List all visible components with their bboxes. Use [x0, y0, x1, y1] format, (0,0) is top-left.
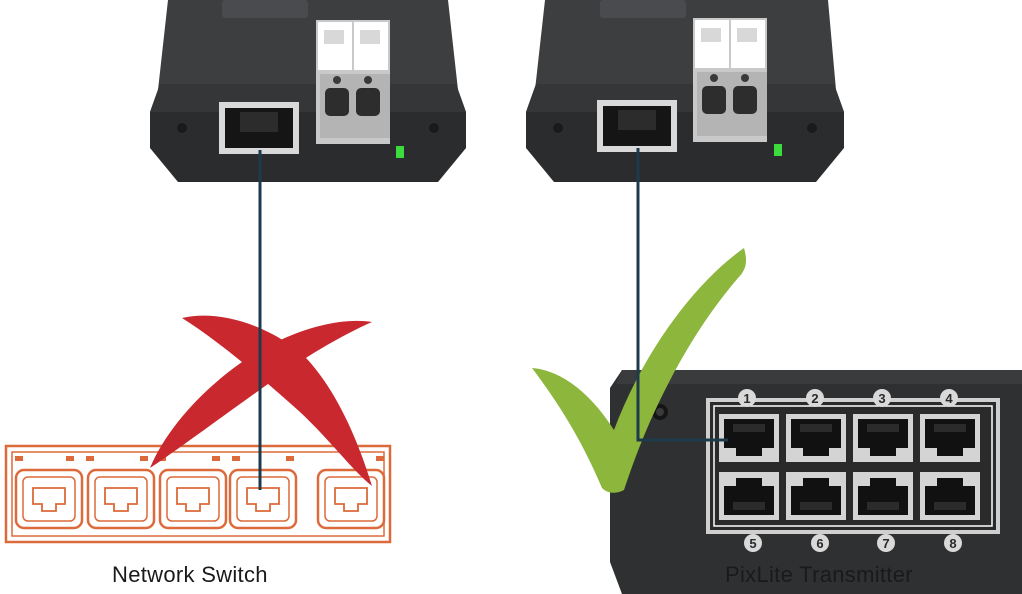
- cable-to-transmitter: [636, 148, 728, 442]
- transmitter-port: [786, 414, 846, 462]
- network-switch-port: [316, 468, 386, 530]
- port-label-2: 2: [811, 391, 818, 406]
- transmitter-port: [853, 414, 913, 462]
- right-device: [526, 0, 844, 182]
- network-switch-port: [86, 468, 156, 530]
- left-device-ethernet-port: [219, 102, 299, 154]
- port-label-4: 4: [945, 391, 953, 406]
- transmitter-port: [786, 472, 846, 520]
- right-device-led: [774, 144, 782, 156]
- port-label-5: 5: [749, 536, 756, 551]
- cables: [258, 148, 728, 490]
- pixlite-transmitter-caption: PixLite Transmitter: [725, 562, 913, 587]
- left-device-terminal-block: [316, 20, 390, 144]
- transmitter-port: [719, 472, 779, 520]
- transmitter-port: [920, 414, 980, 462]
- port-label-3: 3: [878, 391, 885, 406]
- left-device-led: [396, 146, 404, 158]
- transmitter-port-labels-top: 1 2 3 4: [738, 389, 958, 407]
- right-device-terminal-block: [693, 18, 767, 142]
- transmitter-port: [719, 414, 779, 462]
- transmitter-port-labels-bottom: 5 6 7 8: [744, 534, 962, 552]
- transmitter-port: [920, 472, 980, 520]
- left-device: [150, 0, 466, 182]
- network-switch-port: [14, 468, 84, 530]
- transmitter-port: [853, 472, 913, 520]
- network-switch-port: [158, 468, 228, 530]
- right-device-ethernet-port: [597, 100, 677, 152]
- port-label-1: 1: [743, 391, 750, 406]
- port-label-6: 6: [816, 536, 823, 551]
- network-switch-leds: [15, 456, 384, 461]
- network-switch-port: [228, 468, 298, 530]
- pixlite-transmitter: 1 2 3 4 5 6 7 8: [610, 370, 1022, 594]
- network-switch: [4, 444, 392, 544]
- port-label-8: 8: [949, 536, 956, 551]
- port-label-7: 7: [882, 536, 889, 551]
- check-mark-icon: [532, 248, 746, 493]
- network-switch-caption: Network Switch: [112, 562, 268, 587]
